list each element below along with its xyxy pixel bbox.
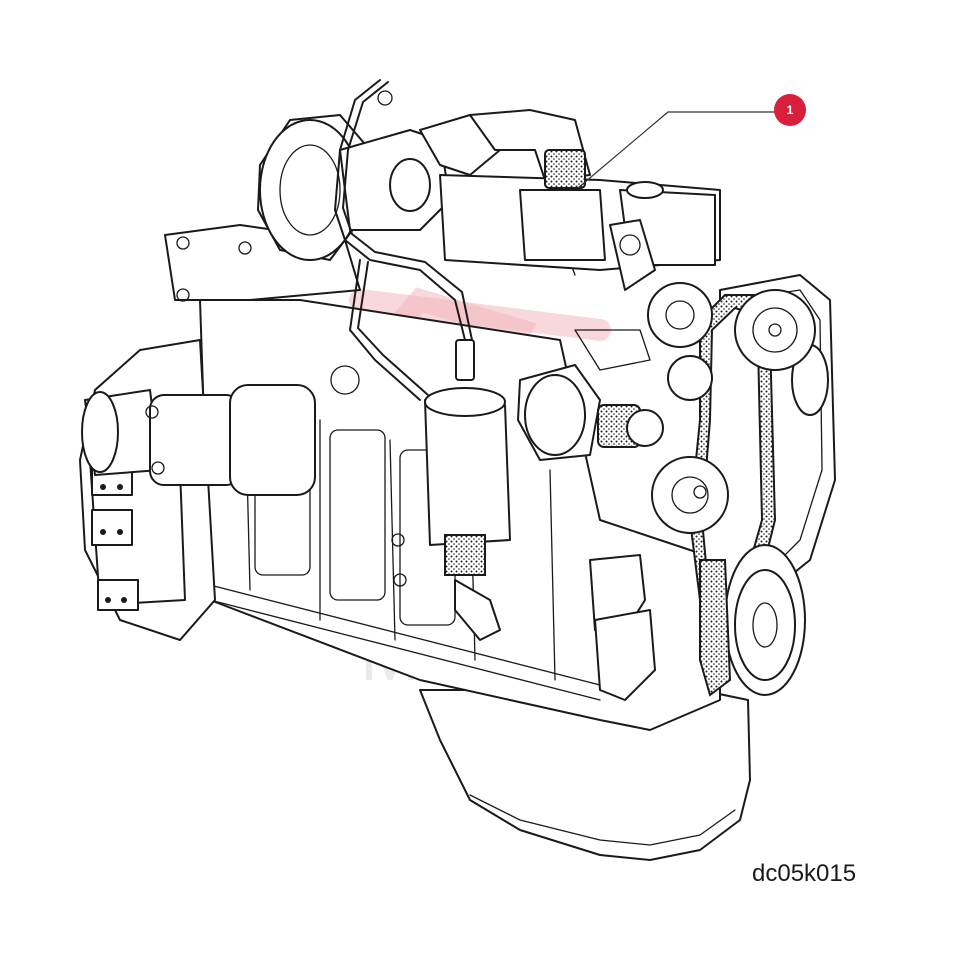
alternator — [517, 329, 664, 461]
cylinder-head — [439, 149, 721, 291]
water-outlet — [589, 554, 656, 701]
crankshaft-damper — [699, 544, 806, 697]
callout-label-1: 1 — [787, 103, 794, 117]
pulleys — [647, 282, 816, 534]
callout-badge-1 — [774, 94, 806, 126]
flywheel-housing — [79, 339, 216, 641]
starter-motor — [81, 384, 316, 496]
oil-pan — [419, 689, 751, 861]
fuel-filter — [424, 387, 511, 641]
callout-1: 1 — [577, 94, 806, 189]
drawing-code: dc05k015 — [752, 860, 857, 887]
wiring-harness — [334, 79, 475, 401]
